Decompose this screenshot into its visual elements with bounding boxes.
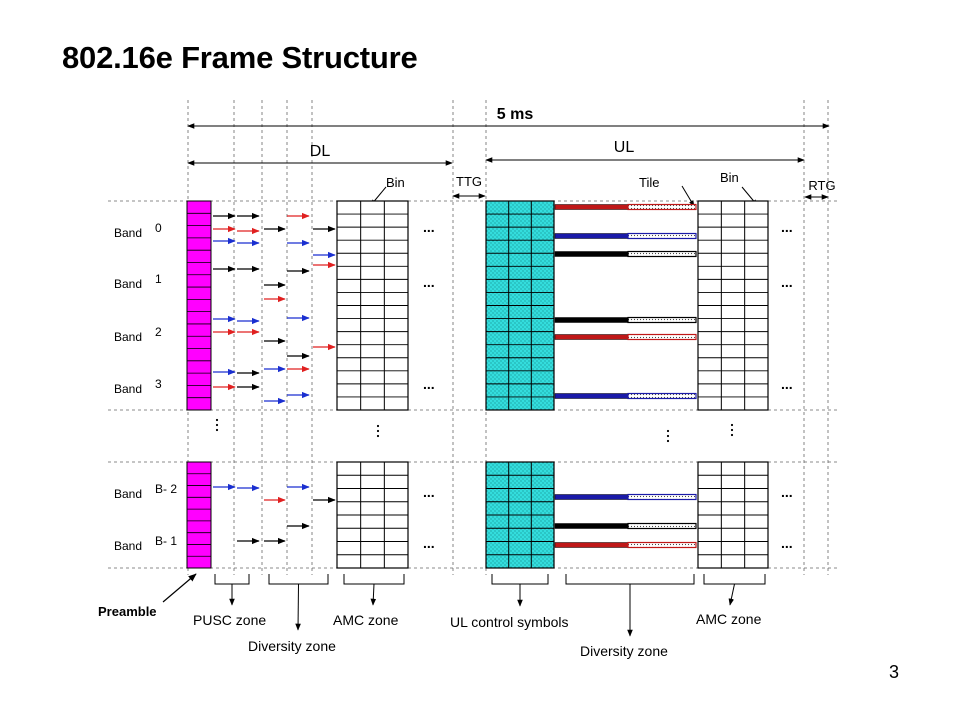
zone-bracket [703,574,766,585]
vertical-ellipsis-icon [376,429,380,433]
tile-bar [554,233,629,239]
dl-dimension: DL [187,143,453,166]
rtg-dimension: RTG [804,178,836,200]
zone-bracket [214,574,250,585]
rtg-label: RTG [808,178,835,193]
preamble-pointer [162,573,197,603]
ul-diversity-zone-label: Diversity zone [580,643,668,659]
tile-bar-pilot [627,392,697,400]
ellipsis-icon: ... [423,535,435,551]
tile-bar [554,523,629,529]
ellipsis-icon: ... [423,484,435,500]
ellipsis-icon: ... [781,484,793,500]
vertical-ellipsis-icon [215,428,219,432]
tile-bar-pilot [627,541,697,549]
vertical-ellipsis-icon [666,429,670,433]
band-label: Band [114,487,142,501]
ellipsis-icon: ... [423,219,435,235]
ellipsis-icon: ... [781,535,793,551]
ellipsis-icon: ... [423,376,435,392]
ellipsis-icon: ... [781,219,793,235]
tile-bar-pilot [627,522,697,530]
preamble-label: Preamble [98,604,157,619]
dashed-grid [108,100,840,575]
band-label: Band [114,539,142,553]
zone-bracket [565,574,695,585]
dl-amc-zone-label: AMC zone [333,612,399,628]
band-label: Band [114,382,142,396]
ul-dimension: UL [485,139,805,163]
tile-label: Tile [639,175,659,190]
band-index: B- 1 [155,534,177,548]
ul-bin-label: Bin [720,170,739,185]
tile-bar-pilot [627,250,697,258]
vertical-ellipsis-icon [730,428,734,432]
ul-control-symbols-label: UL control symbols [450,614,569,630]
ul-label: UL [614,139,635,156]
dl-bin-label: Bin [386,175,405,190]
tile-bar [554,494,629,500]
tile-bar [554,393,629,399]
tile-bar-pilot [627,203,697,211]
zone-pointer [728,583,735,606]
vertical-ellipsis-icon [666,434,670,438]
tile-bar [554,542,629,548]
band-label: Band [114,330,142,344]
frame-duration-dimension: 5 ms [187,106,830,129]
vertical-ellipsis-icon [215,418,219,422]
vertical-ellipsis-icon [666,439,670,443]
preamble-block [186,461,212,569]
zone-pointer [370,583,377,606]
band-index: 3 [155,377,162,391]
band-label: Band [114,277,142,291]
dl-label: DL [310,143,331,160]
band-index: B- 2 [155,482,177,496]
pusc-zone-label: PUSC zone [193,612,266,628]
preamble-columns [186,200,212,569]
page-number: 3 [889,662,900,682]
zone-bracket [268,574,329,585]
ttg-dimension: TTG [452,174,486,199]
ellipsis-icon: ... [781,376,793,392]
band-index: 0 [155,221,162,235]
ellipsis-icon: ... [781,274,793,290]
tile-bar-pilot [627,333,697,341]
ellipsis-marks: .............................. [215,219,793,551]
tile-bar-pilot [627,493,697,501]
zone-pointer [295,583,301,631]
ttg-label: TTG [456,174,482,189]
frame-duration-label: 5 ms [497,106,534,123]
zone-bracket [491,574,549,585]
ellipsis-icon: ... [423,274,435,290]
band-index: 1 [155,272,162,286]
dl-diversity-zone-label: Diversity zone [248,638,336,654]
tile-bar [554,334,629,340]
ul-tile-bars [554,203,697,549]
vertical-ellipsis-icon [730,423,734,427]
ul-amc-zone-label: AMC zone [696,611,762,627]
tile-bar [554,251,629,257]
preamble-block [186,200,212,411]
ul-control-columns [485,200,555,569]
tile-bar-pilot [627,232,697,240]
vertical-ellipsis-icon [730,433,734,437]
tile-pointer [681,185,695,207]
vertical-ellipsis-icon [215,423,219,427]
slide-title: 802.16e Frame Structure [62,40,418,75]
vertical-ellipsis-icon [376,434,380,438]
vertical-ellipsis-icon [376,424,380,428]
amc-bin-grids [336,200,769,569]
tile-bar-pilot [627,316,697,324]
dl-mapping-arrows [213,212,336,545]
zone-bracket [343,574,405,585]
band-label: Band [114,226,142,240]
tile-bar [554,317,629,323]
zone-brackets [214,574,766,637]
band-index: 2 [155,325,162,339]
tile-bar [554,204,629,210]
